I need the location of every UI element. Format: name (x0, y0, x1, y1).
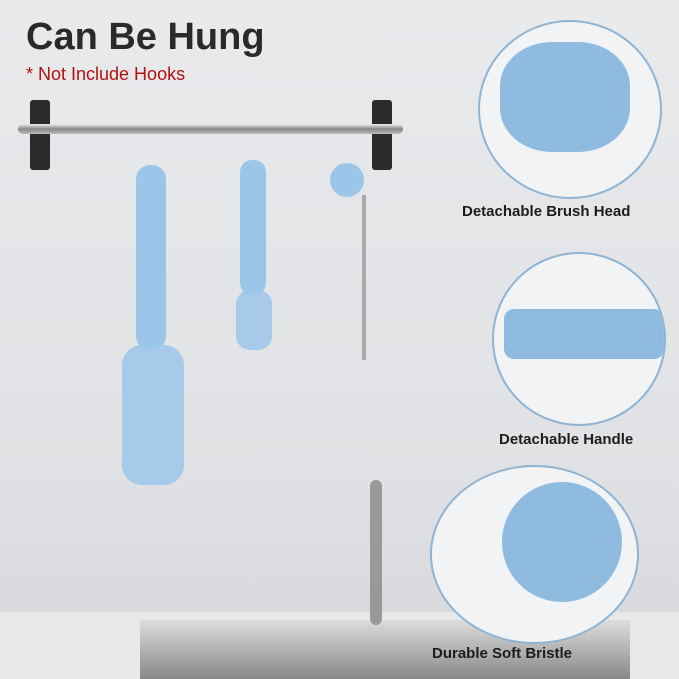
straw-brush (362, 195, 366, 360)
feature-label: Detachable Handle (499, 431, 634, 448)
straw-brush-ring (330, 163, 364, 197)
rail-bracket (30, 100, 50, 170)
brush-head-detail (478, 20, 662, 199)
hooks-note: * Not Include Hooks (26, 64, 186, 84)
title: Can Be Hung (26, 16, 265, 58)
faucet (370, 480, 382, 625)
rail-bracket (372, 100, 392, 170)
feature-label: Detachable Brush Head (462, 203, 631, 220)
bristle-detail (430, 465, 639, 644)
small-brush-head (236, 290, 272, 350)
small-brush-handle (240, 160, 266, 295)
towel-rail (18, 124, 403, 134)
feature-label: Durable Soft Bristle (432, 645, 573, 662)
large-brush-head (122, 345, 184, 485)
handle-detail (492, 252, 666, 426)
large-brush-handle (136, 165, 166, 350)
